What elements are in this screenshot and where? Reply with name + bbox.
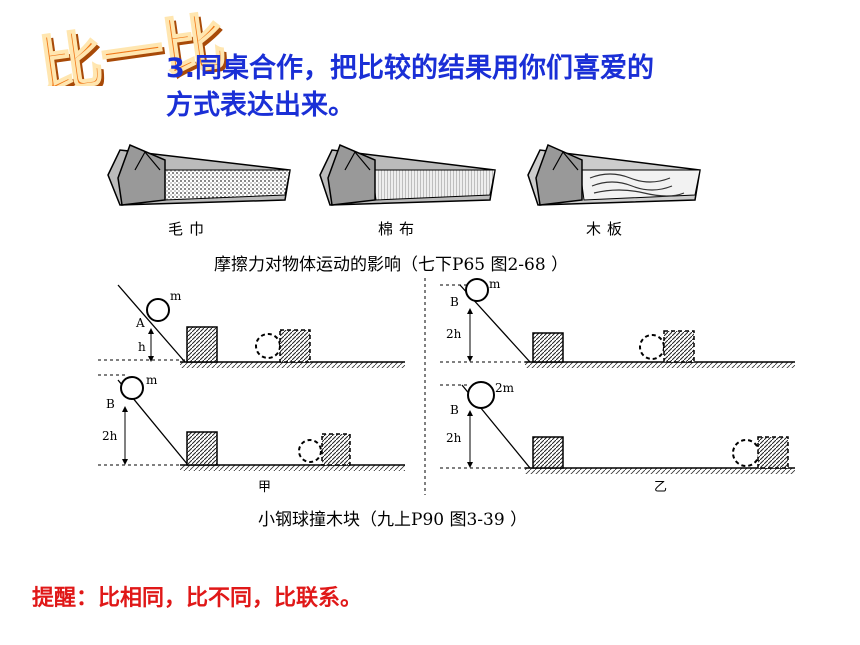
panel-2-mass: m xyxy=(146,373,158,387)
panel-4-point: B xyxy=(450,403,459,417)
group-label-right: 乙 xyxy=(654,480,668,495)
panel-4-mass: 2m xyxy=(495,381,515,395)
surface-cotton xyxy=(319,143,496,206)
panel-3-height: 2h xyxy=(446,327,462,341)
panel-1-height: h xyxy=(138,340,146,354)
task-heading: 3.同桌合作，把比较的结果用你们喜爱的 方式表达出来。 xyxy=(166,50,806,124)
group-label-left: 甲 xyxy=(258,480,272,495)
panel-1-mass: m xyxy=(170,289,182,303)
panel-1-point: A xyxy=(135,316,145,330)
panel-3-point: B xyxy=(450,295,459,309)
surface-label-cotton: 棉布 xyxy=(378,220,421,238)
collision-panel-3 xyxy=(440,278,795,368)
panel-2-point: B xyxy=(106,397,115,411)
panel-4-height: 2h xyxy=(446,431,462,445)
surface-towel xyxy=(107,143,291,206)
collision-panel-2 xyxy=(98,374,405,471)
surface-label-towel: 毛巾 xyxy=(168,220,211,238)
friction-caption: 摩擦力对物体运动的影响（七下P65 图2-68 ） xyxy=(214,255,569,275)
collision-caption: 小钢球撞木块（九上P90 图3-39 ） xyxy=(258,510,528,530)
task-heading-line1: 3.同桌合作，把比较的结果用你们喜爱的 xyxy=(166,53,655,84)
task-heading-line2: 方式表达出来。 xyxy=(166,90,355,121)
surface-wood xyxy=(527,143,701,206)
collision-figure: A h m B 2h m B 2h m B 2h 2m xyxy=(98,277,795,495)
surface-label-wood: 木板 xyxy=(586,220,629,238)
collision-panel-1 xyxy=(98,284,405,368)
panel-2-height: 2h xyxy=(102,429,118,443)
badge-title-art: 比一比 比一比 xyxy=(34,4,233,86)
panel-3-mass: m xyxy=(489,277,501,291)
reminder-text: 提醒：比相同，比不同，比联系。 xyxy=(32,586,363,611)
collision-panel-4 xyxy=(440,381,795,474)
